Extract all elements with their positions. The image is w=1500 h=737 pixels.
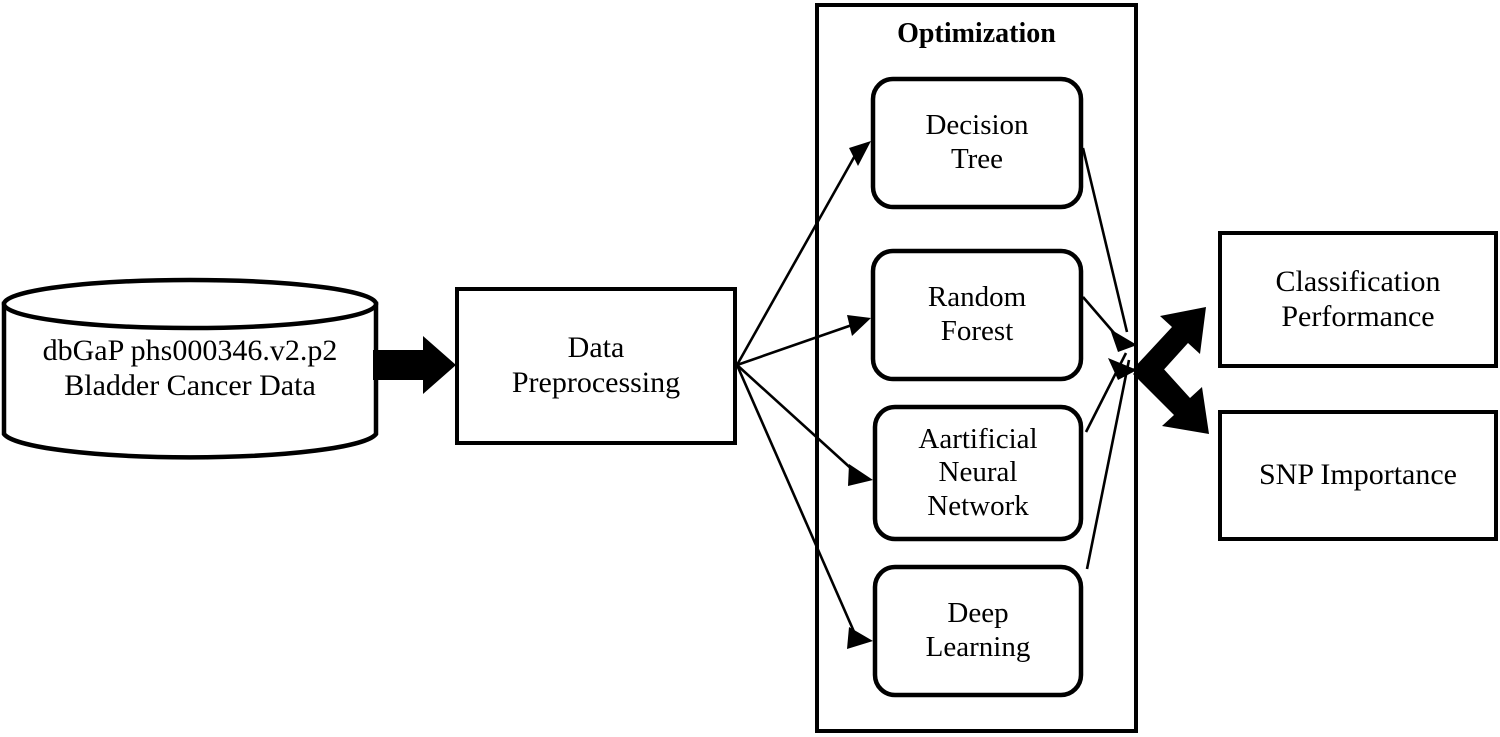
optimization-group-title: Optimization	[897, 18, 1056, 49]
output-box-snp-importance	[1218, 410, 1498, 541]
fan-arrows-preprocessing-to-models	[735, 151, 859, 635]
data-source-cylinder	[1, 277, 379, 460]
converge-arrowheads	[1108, 329, 1137, 380]
model-box-deep-learning	[872, 564, 1084, 698]
arrow-to-snp-importance	[1133, 356, 1209, 434]
model-box-artificial-neural-network	[872, 404, 1084, 542]
model-box-random-forest	[870, 248, 1084, 382]
arrow-source-to-preprocessing	[373, 336, 456, 394]
fan-arrowheads	[847, 141, 873, 649]
preprocessing-box	[455, 287, 737, 445]
output-box-classification-performance	[1218, 231, 1498, 368]
model-box-decision-tree	[870, 76, 1084, 210]
